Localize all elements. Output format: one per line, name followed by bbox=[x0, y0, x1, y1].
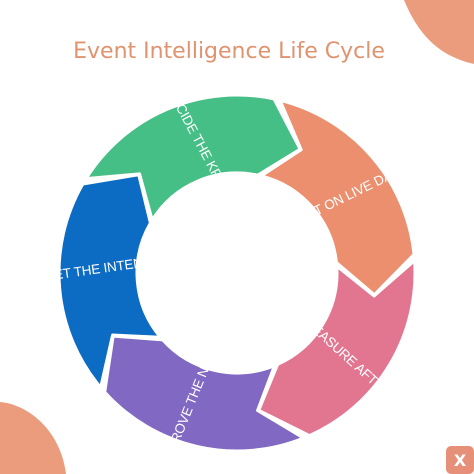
corner-blob-top-right bbox=[404, 0, 474, 64]
logo-x-icon: X bbox=[454, 451, 467, 470]
brand-logo: X bbox=[446, 446, 474, 474]
cycle-segment-1 bbox=[57, 173, 162, 389]
cycle-segment-5 bbox=[103, 334, 306, 453]
cycle-segment-4 bbox=[257, 259, 417, 438]
diagram-title: Event Intelligence Life Cycle bbox=[73, 39, 385, 64]
cycle-segment-2 bbox=[84, 93, 302, 222]
corner-blob-bottom-left bbox=[0, 402, 66, 474]
cycle-segment-3 bbox=[259, 98, 416, 297]
